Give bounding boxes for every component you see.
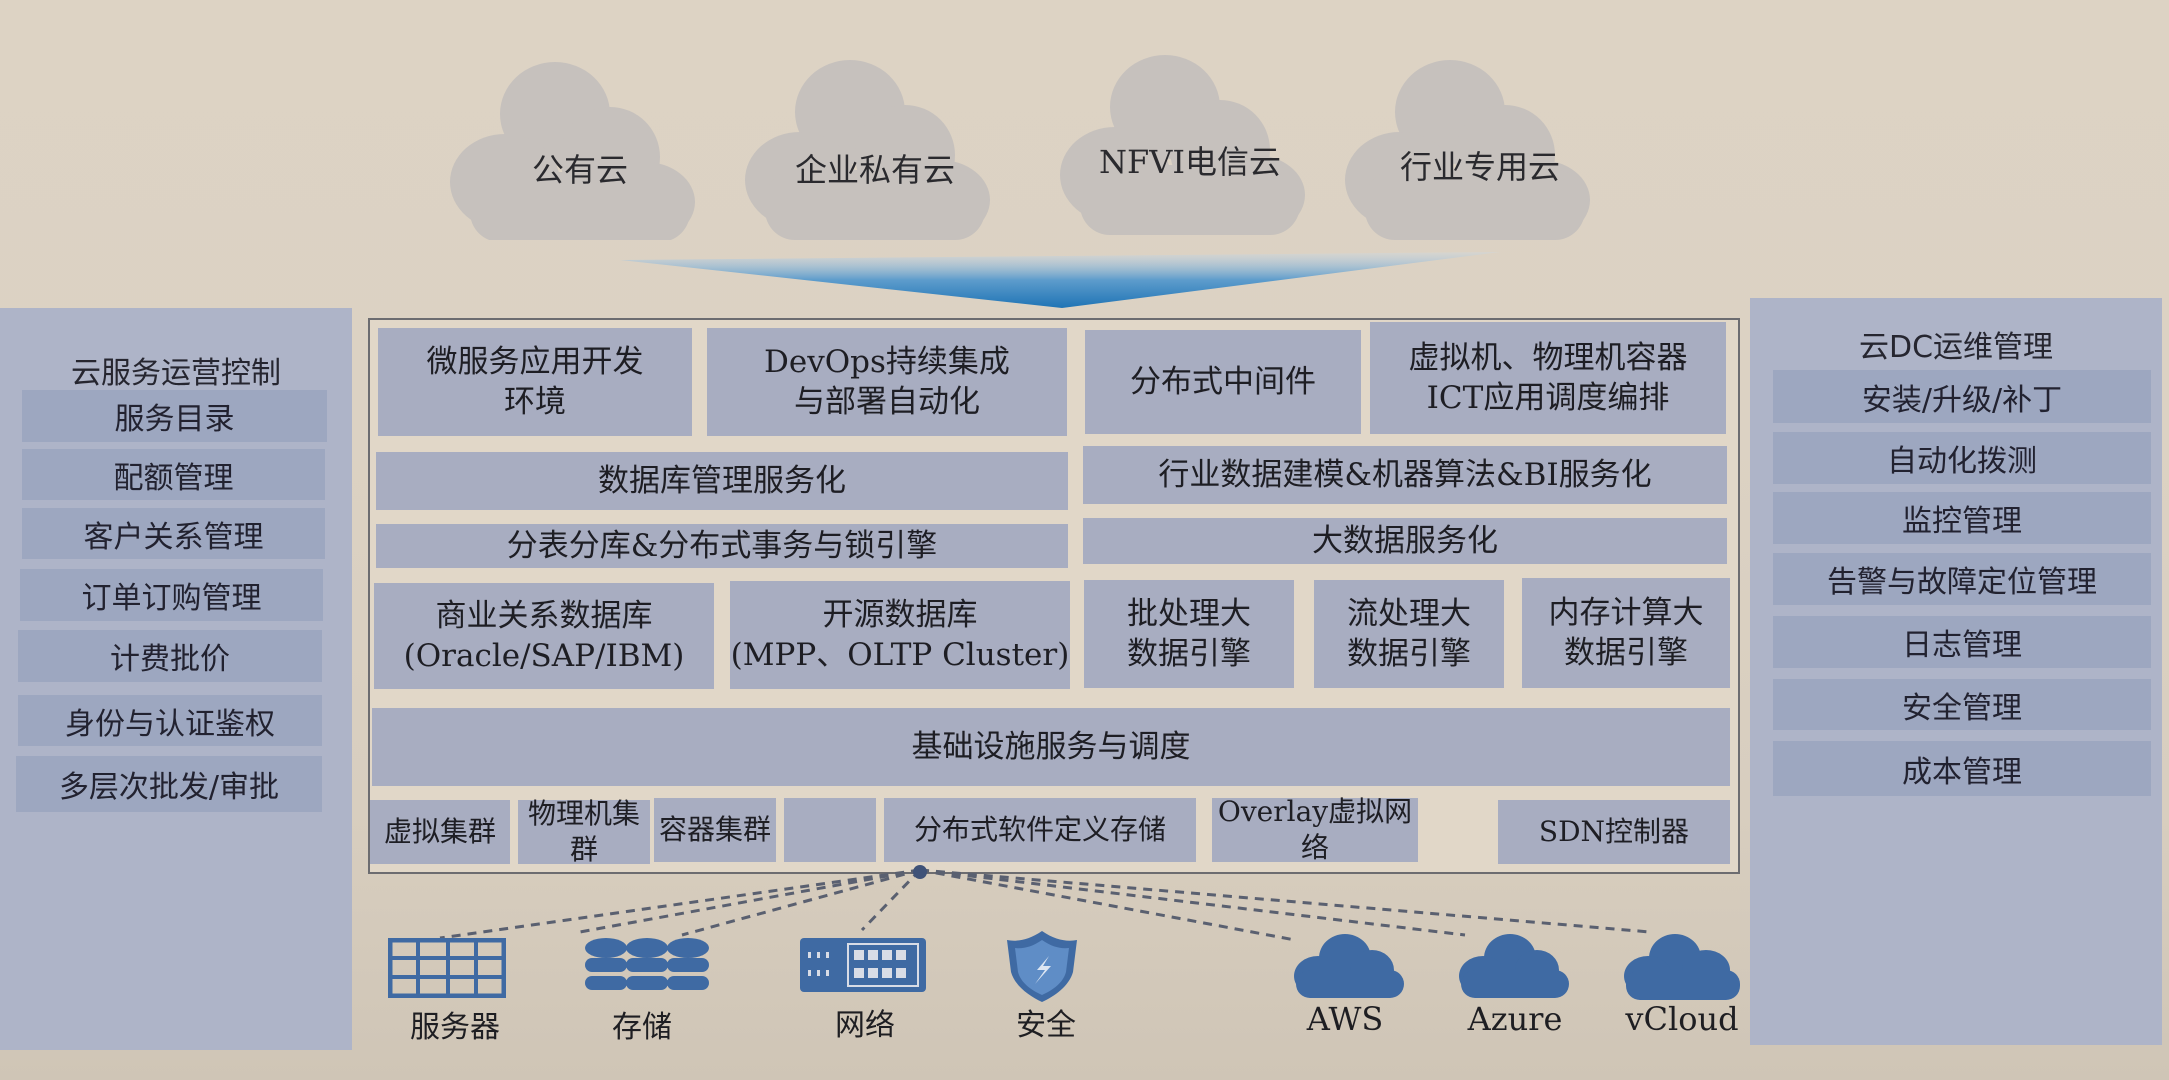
right-sidebar-dc-ops: 云DC运维管理 安装/升级/补丁 自动化拨测 监控管理 告警与故障定位管理 日志…: [1750, 298, 2162, 1045]
resource-label-aws: AWS: [1306, 1000, 1384, 1038]
box-physical-cluster[interactable]: 物理机集群: [518, 797, 650, 866]
box-devops-ci-cd[interactable]: DevOps持续集成 与部署自动化: [707, 328, 1067, 436]
box-line: 微服务应用开发: [426, 343, 644, 380]
left-sidebar-operations-control: 云服务运营控制 服务目录 配额管理 客户关系管理 订单订购管理 计费批价 身份与…: [0, 308, 352, 1050]
box-line: 分布式中间件: [1130, 363, 1316, 400]
box-line: 流处理大: [1347, 595, 1471, 632]
security-shield-icon: [1007, 931, 1077, 1002]
resource-label-server: 服务器: [410, 1010, 500, 1045]
box-distributed-middleware[interactable]: 分布式中间件: [1085, 330, 1361, 434]
box-sdn-controller[interactable]: SDN控制器: [1498, 800, 1730, 864]
box-batch-engine[interactable]: 批处理大 数据引擎: [1084, 580, 1294, 688]
left-item-service-catalog[interactable]: 服务目录: [22, 390, 327, 442]
server-rack-icon: [388, 938, 506, 998]
right-item-cost[interactable]: 成本管理: [1773, 741, 2151, 796]
funnel-arrow-icon: [620, 252, 1500, 308]
box-commercial-rdb[interactable]: 商业关系数据库 (Oracle/SAP/IBM): [374, 583, 714, 689]
left-item-order[interactable]: 订单订购管理: [20, 569, 323, 621]
network-switch-icon: [800, 938, 926, 992]
box-line: 数据引擎: [1347, 636, 1471, 672]
box-line: DevOps持续集成: [764, 343, 1010, 380]
box-line: (MPP、OLTP Cluster): [730, 637, 1070, 673]
box-sharding-distributed-txn[interactable]: 分表分库&分布式事务与锁引擎: [376, 524, 1068, 568]
right-item-alarm-fault[interactable]: 告警与故障定位管理: [1773, 553, 2151, 605]
right-item-install-upgrade-patch[interactable]: 安装/升级/补丁: [1773, 370, 2151, 423]
cloud-label: NFVI电信云: [1099, 143, 1281, 181]
resource-label-storage: 存储: [612, 1010, 672, 1045]
cloud-icon-aws: [1294, 934, 1404, 998]
box-line: 开源数据库: [822, 596, 978, 633]
left-sidebar-title: 云服务运营控制: [71, 356, 281, 391]
cloud-label: 公有云: [531, 151, 628, 189]
resource-label-network: 网络: [835, 1008, 895, 1043]
box-virtual-cluster[interactable]: 虚拟集群: [370, 800, 510, 864]
left-item-quota[interactable]: 配额管理: [22, 449, 325, 500]
box-line: 环境: [504, 384, 566, 420]
left-item-approval[interactable]: 多层次批发/审批: [16, 756, 322, 812]
box-container-cluster[interactable]: 容器集群: [654, 798, 776, 862]
box-inmemory-engine[interactable]: 内存计算大 数据引擎: [1522, 578, 1730, 688]
right-item-auto-probe[interactable]: 自动化拨测: [1773, 432, 2151, 484]
box-line: (Oracle/SAP/IBM): [403, 638, 685, 674]
cloud-label: 企业私有云: [794, 151, 955, 189]
hub-dot-icon: [913, 865, 927, 879]
right-item-monitoring[interactable]: 监控管理: [1773, 492, 2151, 544]
box-vm-container-orchestration[interactable]: 虚拟机、物理机容器 ICT应用调度编排: [1370, 322, 1726, 434]
box-infra-service-scheduling[interactable]: 基础设施服务与调度: [372, 708, 1730, 786]
box-line: 数据引擎: [1127, 636, 1251, 672]
resource-label-vcloud: vCloud: [1625, 1000, 1739, 1038]
box-stream-engine[interactable]: 流处理大 数据引擎: [1314, 580, 1504, 688]
box-microservice-dev-env[interactable]: 微服务应用开发 环境: [378, 328, 692, 436]
box-bigdata-service[interactable]: 大数据服务化: [1083, 518, 1727, 564]
box-line: 与部署自动化: [794, 384, 980, 420]
box-db-management-service[interactable]: 数据库管理服务化: [376, 452, 1068, 510]
box-line: 批处理大: [1127, 595, 1251, 632]
left-item-identity-auth[interactable]: 身份与认证鉴权: [18, 695, 322, 746]
cloud-label: 行业专用云: [1399, 148, 1560, 186]
box-opensource-db[interactable]: 开源数据库 (MPP、OLTP Cluster): [730, 581, 1070, 689]
storage-disks-icon: [585, 938, 709, 990]
right-sidebar-title: 云DC运维管理: [1858, 330, 2054, 365]
box-line: 商业关系数据库: [435, 597, 653, 634]
box-industry-modeling-bi[interactable]: 行业数据建模&机器算法&BI服务化: [1083, 446, 1727, 504]
right-item-security[interactable]: 安全管理: [1773, 679, 2151, 730]
box-line: ICT应用调度编排: [1426, 380, 1670, 416]
box-spacer: [784, 798, 876, 862]
left-item-billing[interactable]: 计费批价: [18, 630, 322, 682]
resource-label-azure: Azure: [1467, 1000, 1563, 1038]
right-item-log[interactable]: 日志管理: [1773, 616, 2151, 668]
box-overlay-network[interactable]: Overlay虚拟网络: [1212, 795, 1418, 864]
box-line: 内存计算大: [1548, 594, 1704, 631]
box-line: 数据引擎: [1564, 635, 1688, 671]
resource-label-security: 安全: [1016, 1008, 1076, 1043]
cloud-icon-vcloud: [1624, 934, 1740, 1000]
box-line: 虚拟机、物理机容器: [1408, 339, 1688, 376]
left-item-crm[interactable]: 客户关系管理: [22, 508, 325, 559]
box-sds-storage[interactable]: 分布式软件定义存储: [884, 798, 1196, 862]
cloud-icon-azure: [1459, 934, 1569, 998]
